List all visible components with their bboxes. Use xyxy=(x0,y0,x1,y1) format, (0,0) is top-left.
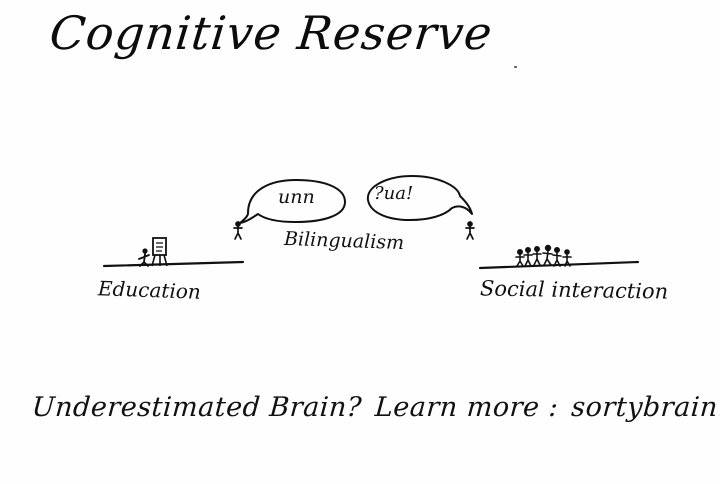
speaker-right-figure-icon xyxy=(465,221,475,240)
social-interaction-label: Social interaction xyxy=(479,276,669,304)
education-label: Education xyxy=(97,276,202,304)
footer-site-link[interactable]: sortybrain.org xyxy=(570,392,720,423)
teacher-figure-icon xyxy=(138,248,150,267)
speech-bubble-right-icon xyxy=(366,175,473,221)
education-ground-line xyxy=(102,260,245,268)
ink-speck xyxy=(514,66,517,68)
footer-question: Underestimated Brain? xyxy=(30,392,363,423)
group-of-people-icon xyxy=(515,244,572,267)
speech-bubble-left-icon xyxy=(239,179,346,224)
easel-board-icon xyxy=(151,237,168,267)
speech-bubble-left-text: unn xyxy=(278,186,315,208)
bilingualism-label: Bilingualism xyxy=(283,227,405,255)
speaker-left-figure-icon xyxy=(233,221,243,240)
footer-note: Underestimated Brain? Learn more : sorty… xyxy=(31,392,720,423)
speech-bubble-right-text: ?ua! xyxy=(374,183,414,204)
footer-learn-more: Learn more : xyxy=(373,392,560,423)
